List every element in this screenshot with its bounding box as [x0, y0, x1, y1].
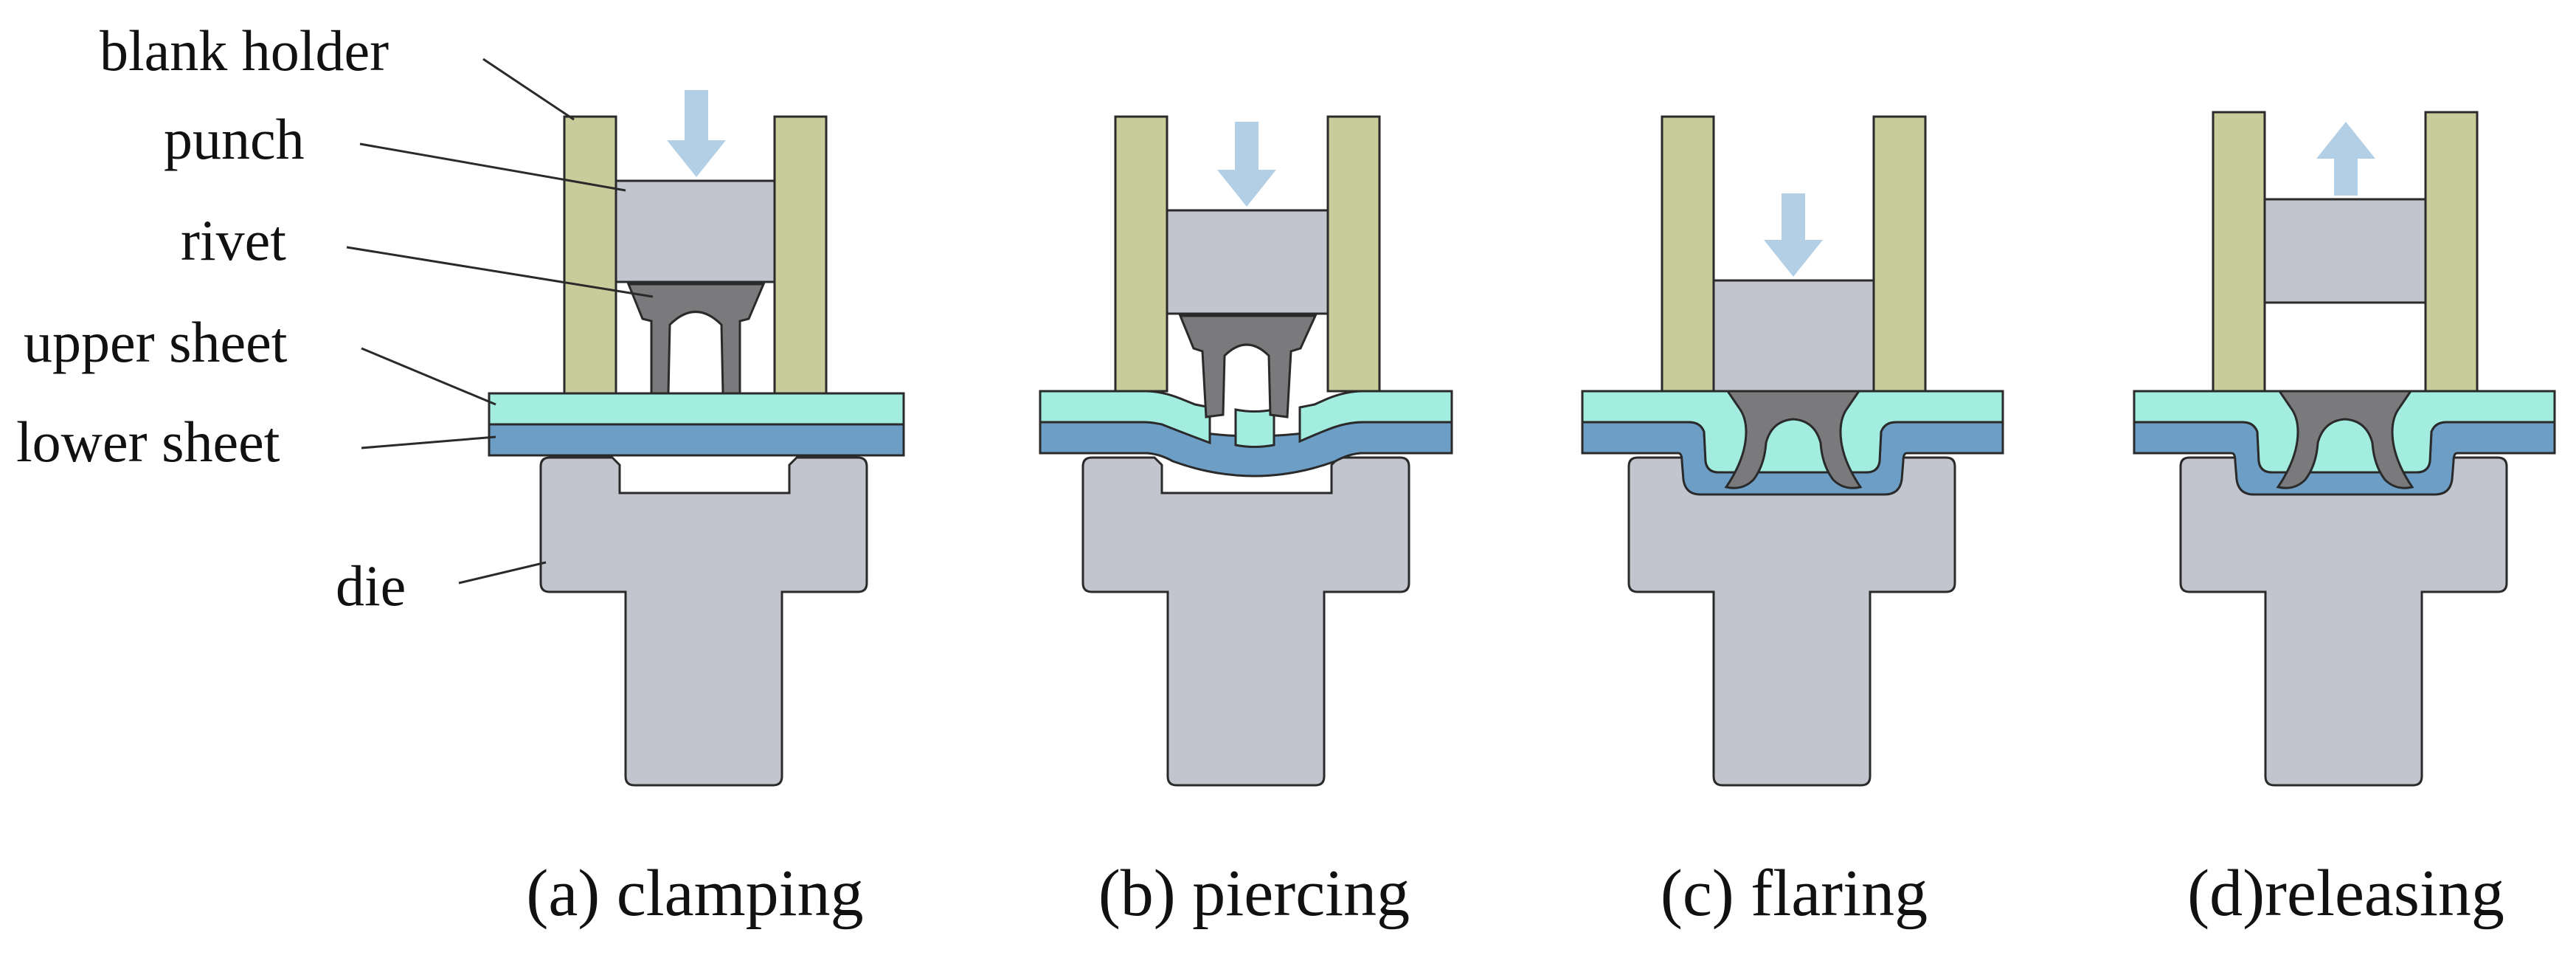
punch	[1166, 209, 1329, 315]
leader-blank-holder	[482, 58, 575, 121]
caption-flaring: (c) flaring	[1661, 857, 1928, 930]
arrow-down-icon	[667, 90, 726, 177]
blank-holder-right	[1326, 115, 1381, 393]
rivet	[1724, 390, 1863, 489]
punch	[614, 179, 776, 283]
label-rivet: rivet	[181, 208, 286, 272]
blank-holder-left	[1114, 115, 1168, 393]
rivet	[626, 283, 766, 395]
arrow-down-icon	[1764, 193, 1823, 277]
stage-releasing	[2133, 111, 2556, 787]
caption-clamping: (a) clamping	[526, 857, 863, 930]
blank-holder-left	[2212, 111, 2266, 393]
die	[539, 456, 868, 787]
label-lower-sheet: lower sheet	[16, 410, 280, 474]
rivet	[1178, 314, 1318, 418]
stage-flaring	[1581, 115, 2004, 787]
upper-sheet	[1039, 390, 1453, 445]
label-upper-sheet: upper sheet	[24, 310, 288, 374]
label-die: die	[336, 554, 406, 618]
leader-punch	[359, 142, 626, 192]
label-punch: punch	[164, 107, 305, 171]
leader-upper-sheet	[361, 347, 496, 406]
die	[2179, 456, 2508, 787]
arrow-down-icon	[1217, 122, 1276, 207]
punch	[2263, 198, 2427, 304]
upper-sheet	[488, 392, 905, 426]
blank-holder-left	[1661, 115, 1715, 393]
die	[1081, 456, 1410, 787]
arrow-up-icon	[2316, 122, 2375, 196]
caption-piercing: (b) piercing	[1098, 857, 1410, 930]
blank-holder-right	[2424, 111, 2479, 393]
blank-holder-right	[1872, 115, 1927, 393]
upper-sheet	[1581, 390, 2004, 474]
label-blank-holder: blank holder	[100, 18, 389, 83]
upper-sheet	[1234, 408, 1275, 448]
leader-lines	[346, 58, 654, 585]
die	[1627, 456, 1956, 787]
stage-piercing	[1039, 115, 1453, 787]
blank-holder-left	[563, 115, 617, 395]
leader-lower-sheet	[361, 435, 496, 449]
rivet	[2276, 390, 2414, 489]
caption-releasing: (d)releasing	[2187, 857, 2504, 930]
blank-holder-right	[773, 115, 828, 395]
upper-sheet	[2133, 390, 2556, 474]
stage-clamping	[488, 90, 905, 787]
leader-die	[458, 561, 547, 585]
lower-sheet	[488, 423, 905, 457]
leader-rivet	[346, 246, 654, 298]
punch	[1712, 279, 1875, 393]
